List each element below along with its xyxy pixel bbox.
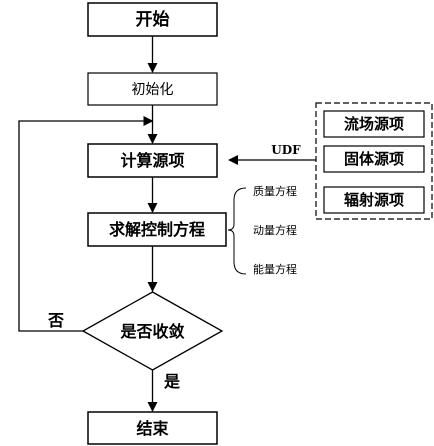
solve-equations-box xyxy=(87,212,227,247)
arrow-no-loop xyxy=(18,116,154,332)
start-box xyxy=(87,2,218,37)
solid-source-box xyxy=(323,145,425,173)
init-box xyxy=(87,72,218,106)
solid-source-label: 固体源项 xyxy=(344,150,404,168)
compute-source-label: 计算源项 xyxy=(120,151,184,170)
mass-equation-label: 质量方程 xyxy=(253,184,297,198)
yes-label: 是 xyxy=(163,372,180,391)
source-terms-group xyxy=(315,102,433,220)
converged-label: 是否收敛 xyxy=(119,322,184,341)
solve-equations-label: 求解控制方程 xyxy=(109,220,205,239)
flow-source-box xyxy=(323,110,425,138)
udf-label: UDF xyxy=(271,143,301,157)
flow-source-label: 流场源项 xyxy=(344,115,404,133)
equations-brace xyxy=(227,187,247,275)
end-box xyxy=(87,411,218,445)
momentum-equation-label: 动量方程 xyxy=(253,223,297,237)
init-label: 初始化 xyxy=(132,81,174,98)
no-label: 否 xyxy=(47,311,64,330)
radiation-source-box xyxy=(323,186,425,214)
end-label: 结束 xyxy=(135,419,169,438)
energy-equation-label: 能量方程 xyxy=(253,262,297,276)
radiation-source-label: 辐射源项 xyxy=(344,191,404,209)
start-label: 开始 xyxy=(136,9,170,30)
compute-source-box xyxy=(87,143,218,178)
